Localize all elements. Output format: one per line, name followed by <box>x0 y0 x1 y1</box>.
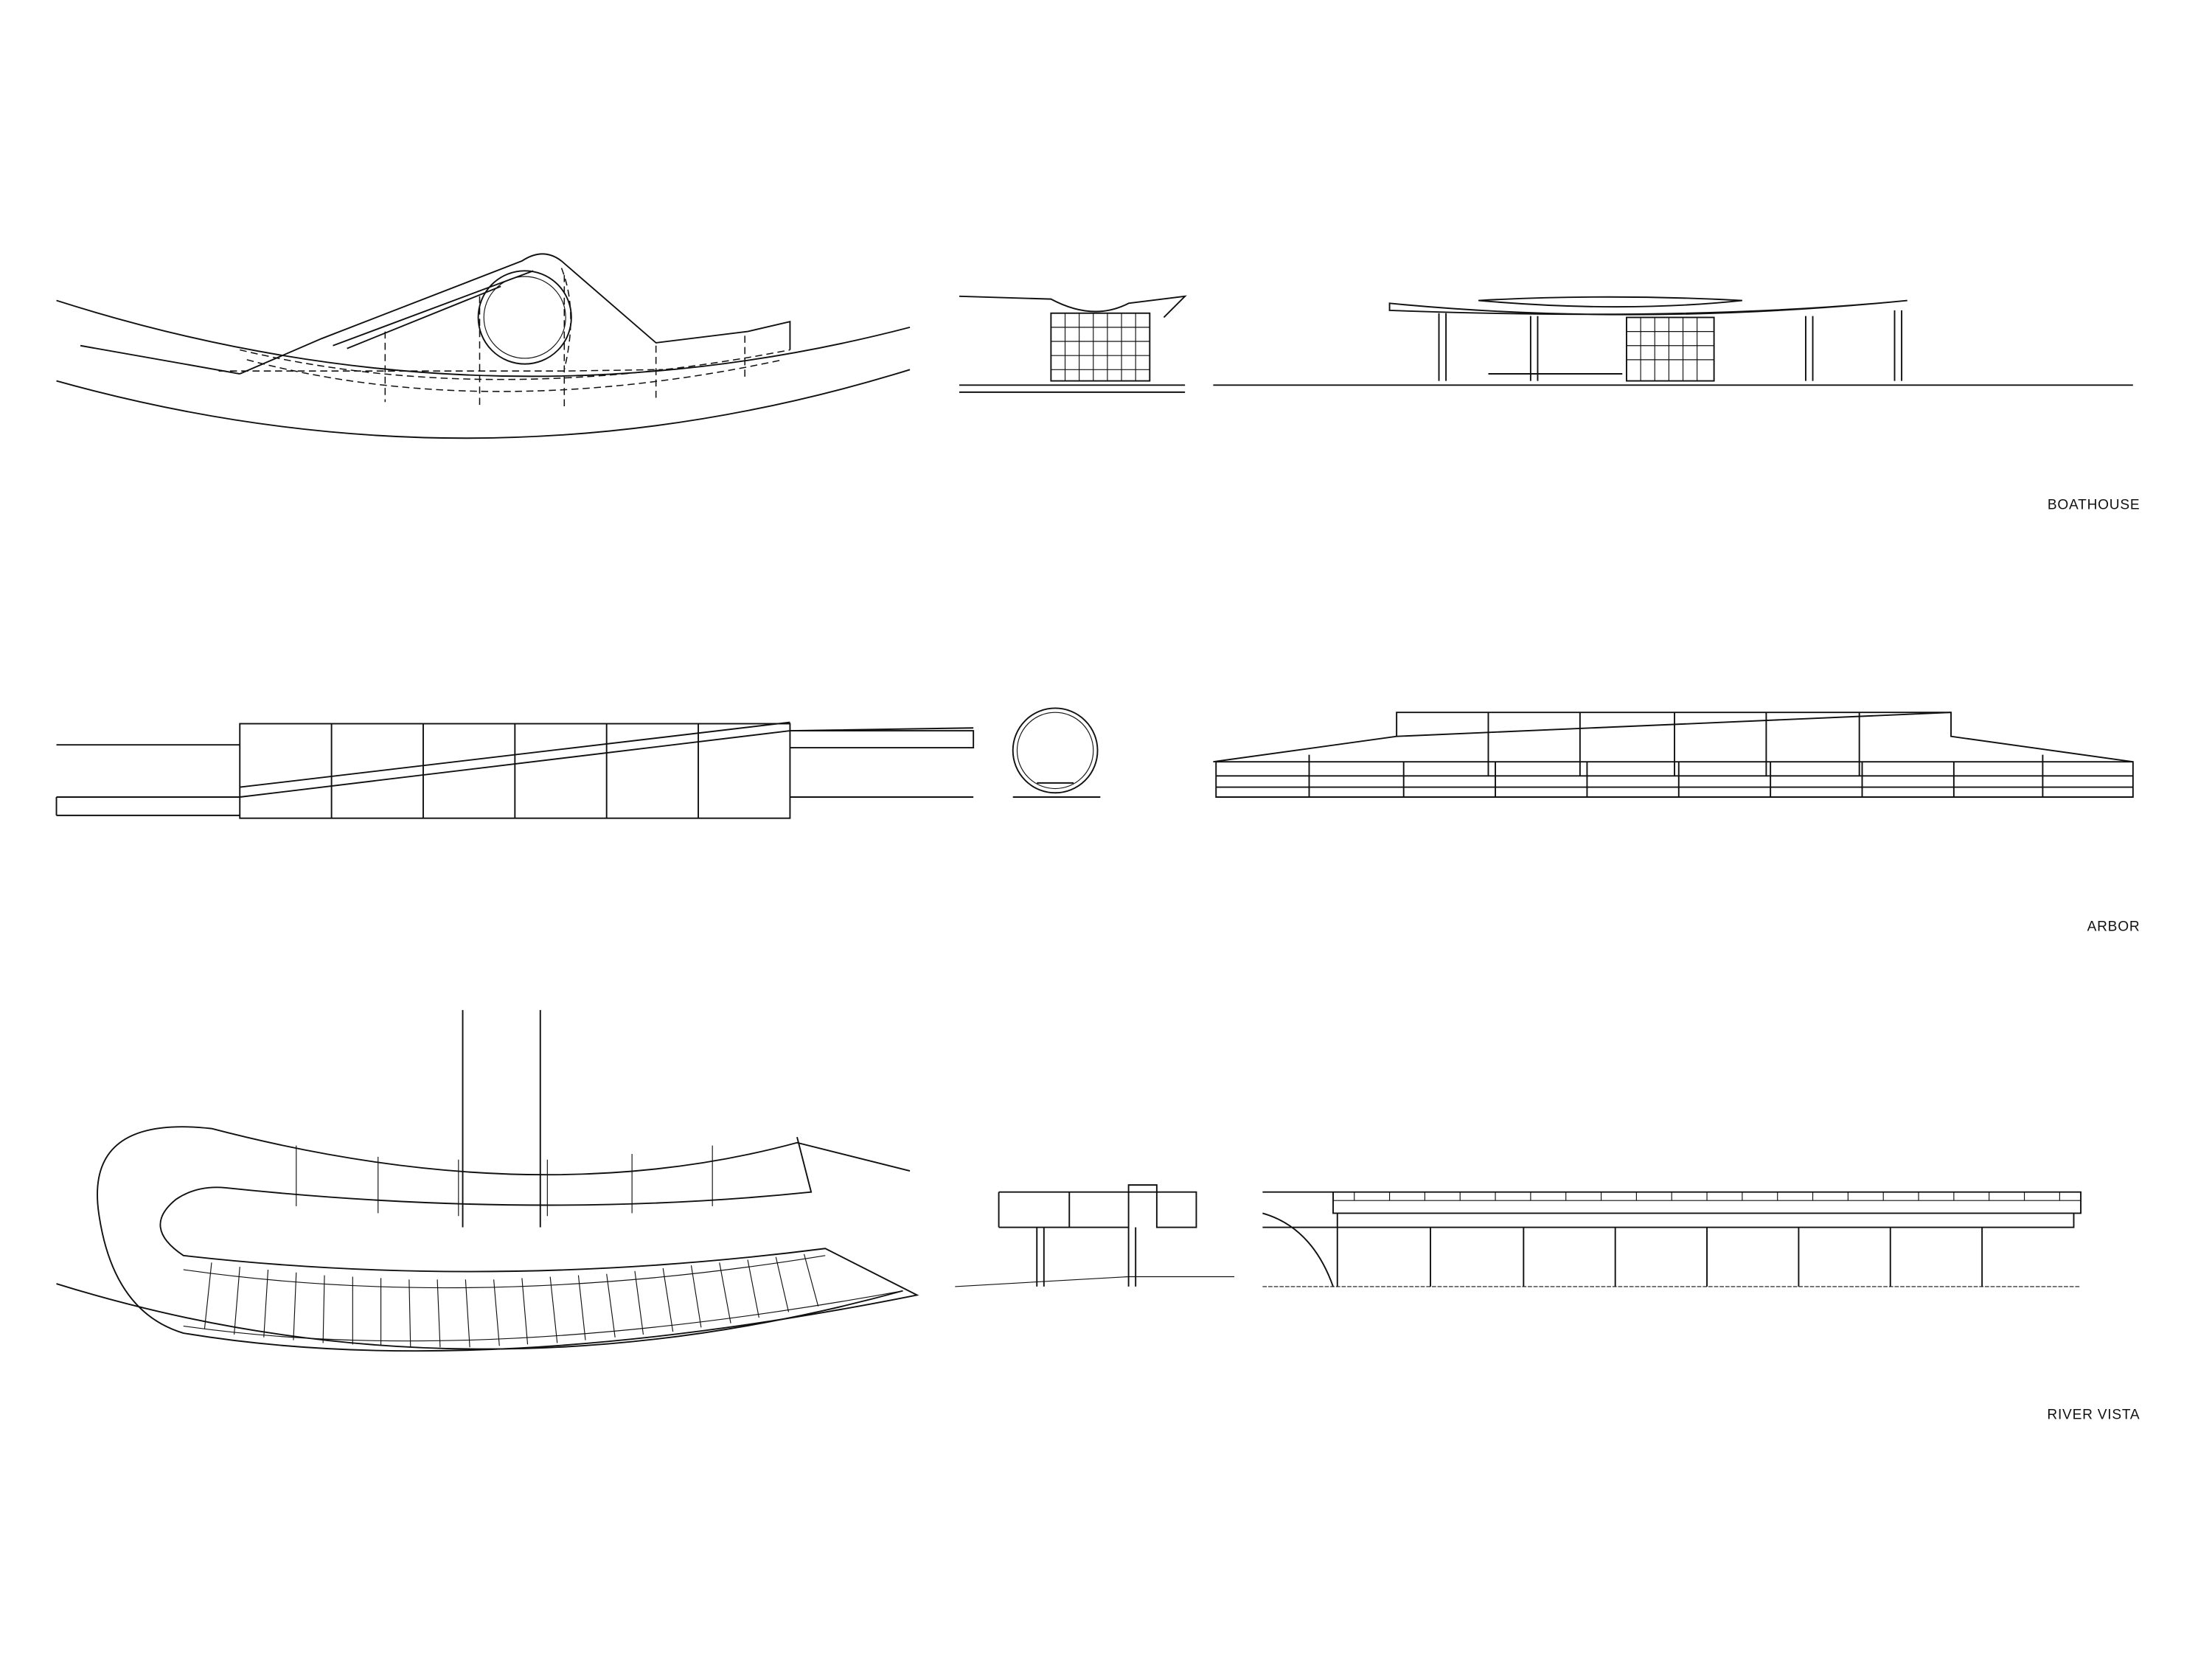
arbor-section <box>1012 707 1101 798</box>
river-vista-elevation <box>1262 1191 2082 1287</box>
arbor-label: ARBOR <box>2087 919 2140 935</box>
river-vista-plan <box>56 1009 919 1352</box>
boathouse-elevation <box>1213 296 2133 386</box>
river-vista-label: RIVER VISTA <box>2047 1408 2140 1423</box>
boathouse-plan <box>56 253 911 439</box>
river-vista-section <box>955 1184 1235 1287</box>
boathouse-section <box>959 295 1187 393</box>
boathouse-label: BOATHOUSE <box>2048 498 2140 513</box>
arbor-elevation <box>1213 712 2134 798</box>
arbor-plan-elevation <box>55 721 975 819</box>
